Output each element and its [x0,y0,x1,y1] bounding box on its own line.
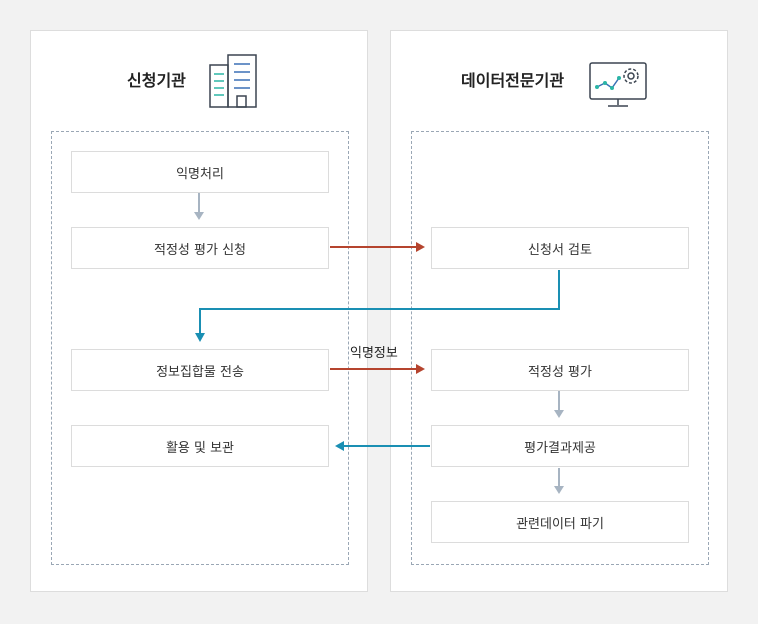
step-dataset-transfer: 정보집합물 전송 [71,349,329,391]
arrow-anonymize-to-request [194,193,204,220]
arrow-transfer-to-evaluation [330,364,425,374]
applicant-title: 신청기관 [127,71,186,90]
step-anonymize: 익명처리 [71,151,329,193]
step-adequacy-request: 적정성 평가 신청 [71,227,329,269]
applicant-panel: 신청기관 익명처리 적정성 평가 신청 정보집합물 전송 활용 및 보관 [30,30,368,592]
step-destroy-data: 관련데이터 파기 [431,501,689,543]
office-building-icon [209,54,257,108]
arrow-results-to-destroy [554,468,564,494]
transfer-label: 익명정보 [350,346,398,361]
monitor-gear-icon [589,62,647,107]
arrow-results-to-use [335,441,430,451]
arrow-evaluation-to-results [554,391,564,418]
data-agency-process-area [411,131,709,565]
step-adequacy-evaluation: 적정성 평가 [431,349,689,391]
arrow-review-to-transfer [195,270,560,342]
step-use-and-retain: 활용 및 보관 [71,425,329,467]
step-application-review: 신청서 검토 [431,227,689,269]
data-agency-panel: 데이터전문기관 신청서 검토 적정성 평가 평가결과제공 관련데이터 파기 [390,30,728,592]
step-provide-results: 평가결과제공 [431,425,689,467]
data-agency-title: 데이터전문기관 [461,71,565,90]
applicant-process-area [51,131,349,565]
arrow-request-to-review [330,242,425,252]
